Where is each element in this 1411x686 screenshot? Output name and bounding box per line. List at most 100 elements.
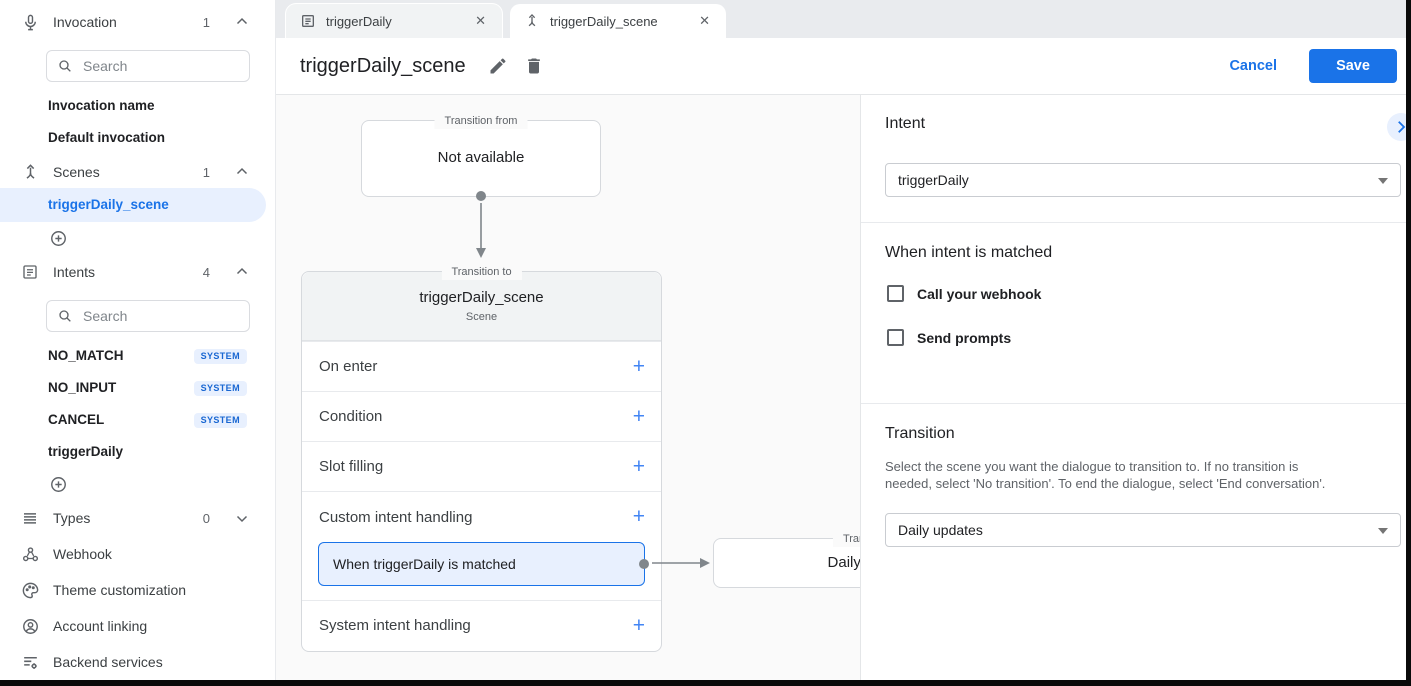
sidebar-section-types[interactable]: Types 0 [0,502,275,534]
section-count: 1 [202,164,210,180]
tab-triggerdaily[interactable]: triggerDaily ✕ [286,4,502,38]
chevron-down-icon[interactable] [233,509,251,527]
sidebar-item-webhook[interactable]: Webhook [0,536,275,572]
add-circle-icon [48,228,68,248]
sidebar-item-triggerdaily-intent[interactable]: triggerDaily [48,444,124,459]
section-label: Types [53,510,91,526]
transition-heading: Transition [885,425,955,442]
section-label: Invocation [53,14,117,30]
sidebar-section-intents[interactable]: Intents 4 [0,256,275,288]
chevron-up-icon[interactable] [233,13,251,31]
sidebar-item-default-invocation[interactable]: Default invocation [48,130,166,145]
tab-triggerdaily-scene[interactable]: triggerDaily_scene ✕ [510,4,726,38]
scene-row-condition[interactable]: Condition + [302,391,661,441]
add-condition-button[interactable]: + [632,404,645,428]
microphone-icon [20,12,40,32]
tab-strip: triggerDaily ✕ triggerDaily_scene ✕ [276,0,1411,38]
card-legend: Transition from [434,113,528,129]
sidebar: Invocation 1 Invocation name Default inv… [0,0,276,680]
card-legend: Transition to [832,531,860,547]
dropdown-caret-icon [1378,178,1388,184]
sidebar-section-invocation[interactable]: Invocation 1 [0,6,275,38]
intents-search-input[interactable] [83,308,213,324]
scene-card-subtitle: Scene [465,311,498,323]
add-slot-filling-button[interactable]: + [632,454,645,478]
sidebar-item-backend-services[interactable]: Backend services [0,644,275,680]
system-badge: SYSTEM [193,348,247,364]
matched-heading: When intent is matched [885,244,1053,261]
connector-dot [476,191,486,201]
sidebar-item-triggerdaily-scene[interactable]: triggerDaily_scene [0,188,266,222]
custom-intent-handling-row[interactable]: Custom intent handling + [319,505,645,528]
send-prompts-checkbox[interactable] [887,329,904,346]
scene-row-slot-filling[interactable]: Slot filling + [302,441,661,491]
scene-icon [524,13,540,29]
transition-from-value: Not available [437,149,525,166]
backend-services-icon [20,652,40,672]
scene-row-on-enter[interactable]: On enter + [302,341,661,391]
system-badge: SYSTEM [193,380,247,396]
sidebar-item-cancel-intent[interactable]: CANCEL SYSTEM [0,404,275,436]
sidebar-section-scenes[interactable]: Scenes 1 [0,156,275,188]
invocation-search[interactable] [46,50,250,82]
section-label: Intents [53,264,96,280]
sidebar-item-invocation-name[interactable]: Invocation name [48,98,155,113]
search-icon [57,308,73,324]
intent-heading: Intent [885,115,926,132]
chevron-up-icon[interactable] [233,163,251,181]
transition-select[interactable]: Daily updates [885,513,1401,547]
sidebar-item-account-linking[interactable]: Account linking [0,608,275,644]
intents-search[interactable] [46,300,250,332]
webhook-icon [20,544,40,564]
save-button[interactable]: Save [1309,49,1397,83]
scene-icon [20,162,40,182]
divider [861,403,1411,404]
cancel-button[interactable]: Cancel [1229,58,1277,74]
transition-from-card: Transition from Not available [361,113,601,201]
page-title: triggerDaily_scene [300,54,466,77]
scene-card-title: triggerDaily_scene [419,289,544,306]
sidebar-item-theme-customization[interactable]: Theme customization [0,572,275,608]
article-icon [300,13,316,29]
edit-icon[interactable] [488,56,508,76]
transition-description: Select the scene you want the dialogue t… [885,459,1326,491]
flow-canvas[interactable]: Transition from Not available Transition… [276,95,860,680]
editor-header: triggerDaily_scene Cancel Save [276,38,1411,95]
add-on-enter-button[interactable]: + [632,354,645,378]
scene-card: Transition to triggerDaily_scene Scene O… [301,264,662,652]
intent-detail-panel: Intent triggerDaily When intent is match… [860,95,1411,680]
add-intent-button[interactable] [0,468,275,500]
section-label: Scenes [53,164,100,180]
add-custom-intent-button[interactable]: + [632,505,645,528]
scene-row-system-intent-handling[interactable]: System intent handling + [302,600,661,650]
transition-target-card[interactable]: Transition to Daily updates [713,531,860,588]
reorder-icon [20,508,40,528]
target-card-title: Daily updates [827,554,860,571]
invocation-search-input[interactable] [83,58,213,74]
sidebar-item-no-match[interactable]: NO_MATCH SYSTEM [0,340,275,372]
dropdown-caret-icon [1378,528,1388,534]
workspace: Transition from Not available Transition… [276,95,1411,680]
arrow-right-connector [652,558,710,568]
scene-card-header[interactable]: triggerDaily_scene Scene [302,272,661,341]
add-system-intent-button[interactable]: + [632,613,645,637]
intent-select[interactable]: triggerDaily [885,163,1401,197]
add-circle-icon [48,474,68,494]
main-area: triggerDaily ✕ triggerDaily_scene ✕ trig… [276,0,1411,680]
call-webhook-row: Call your webhook [887,285,1041,302]
send-prompts-row: Send prompts [887,329,1011,346]
call-webhook-checkbox[interactable] [887,285,904,302]
delete-icon[interactable] [524,56,544,76]
add-scene-button[interactable] [0,222,275,254]
window-edge-bottom [0,680,1411,686]
system-badge: SYSTEM [193,412,247,428]
window-edge-right [1406,0,1411,686]
arrow-down-connector [476,203,486,258]
sidebar-item-no-input[interactable]: NO_INPUT SYSTEM [0,372,275,404]
close-icon[interactable]: ✕ [699,13,710,28]
chevron-up-icon[interactable] [233,263,251,281]
close-icon[interactable]: ✕ [475,13,486,28]
account-circle-icon [20,616,40,636]
intent-handler-chip[interactable]: When triggerDaily is matched [318,542,649,586]
